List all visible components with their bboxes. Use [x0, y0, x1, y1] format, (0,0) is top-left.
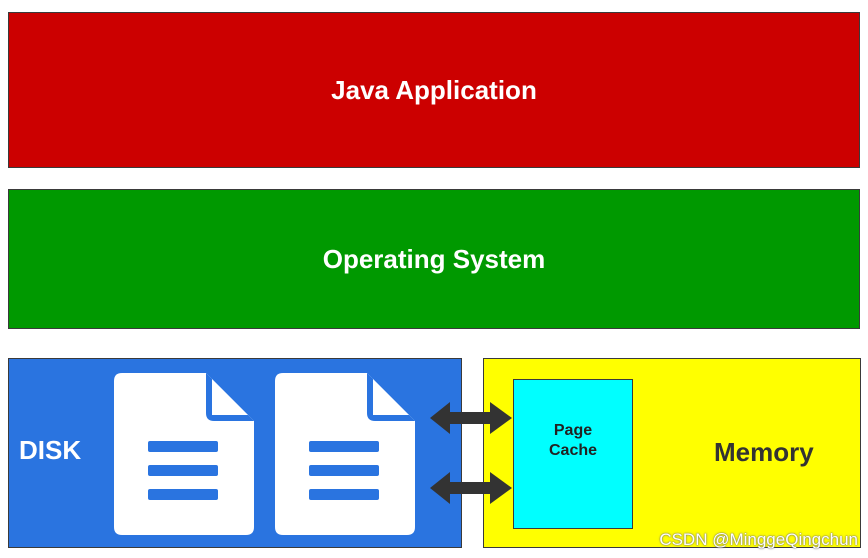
document-icon [114, 373, 254, 535]
java-application-label: Java Application [331, 74, 537, 105]
memory-label: Memory [714, 437, 814, 467]
double-arrow-icon [430, 402, 512, 434]
memory-box: Page Cache Memory [483, 358, 861, 548]
disk-label: DISK [19, 435, 82, 465]
page-cache-box: Page Cache [513, 379, 633, 529]
operating-system-layer: Operating System [8, 189, 860, 329]
document-icon [275, 373, 415, 535]
watermark: CSDN @MinggeQingchun [659, 530, 858, 549]
disk-box: DISK [8, 358, 462, 548]
connector-arrows [430, 402, 512, 504]
operating-system-label: Operating System [322, 243, 546, 274]
double-arrow-icon [430, 472, 512, 504]
page-cache-label: Page Cache [548, 422, 598, 459]
java-application-layer: Java Application [8, 12, 860, 168]
